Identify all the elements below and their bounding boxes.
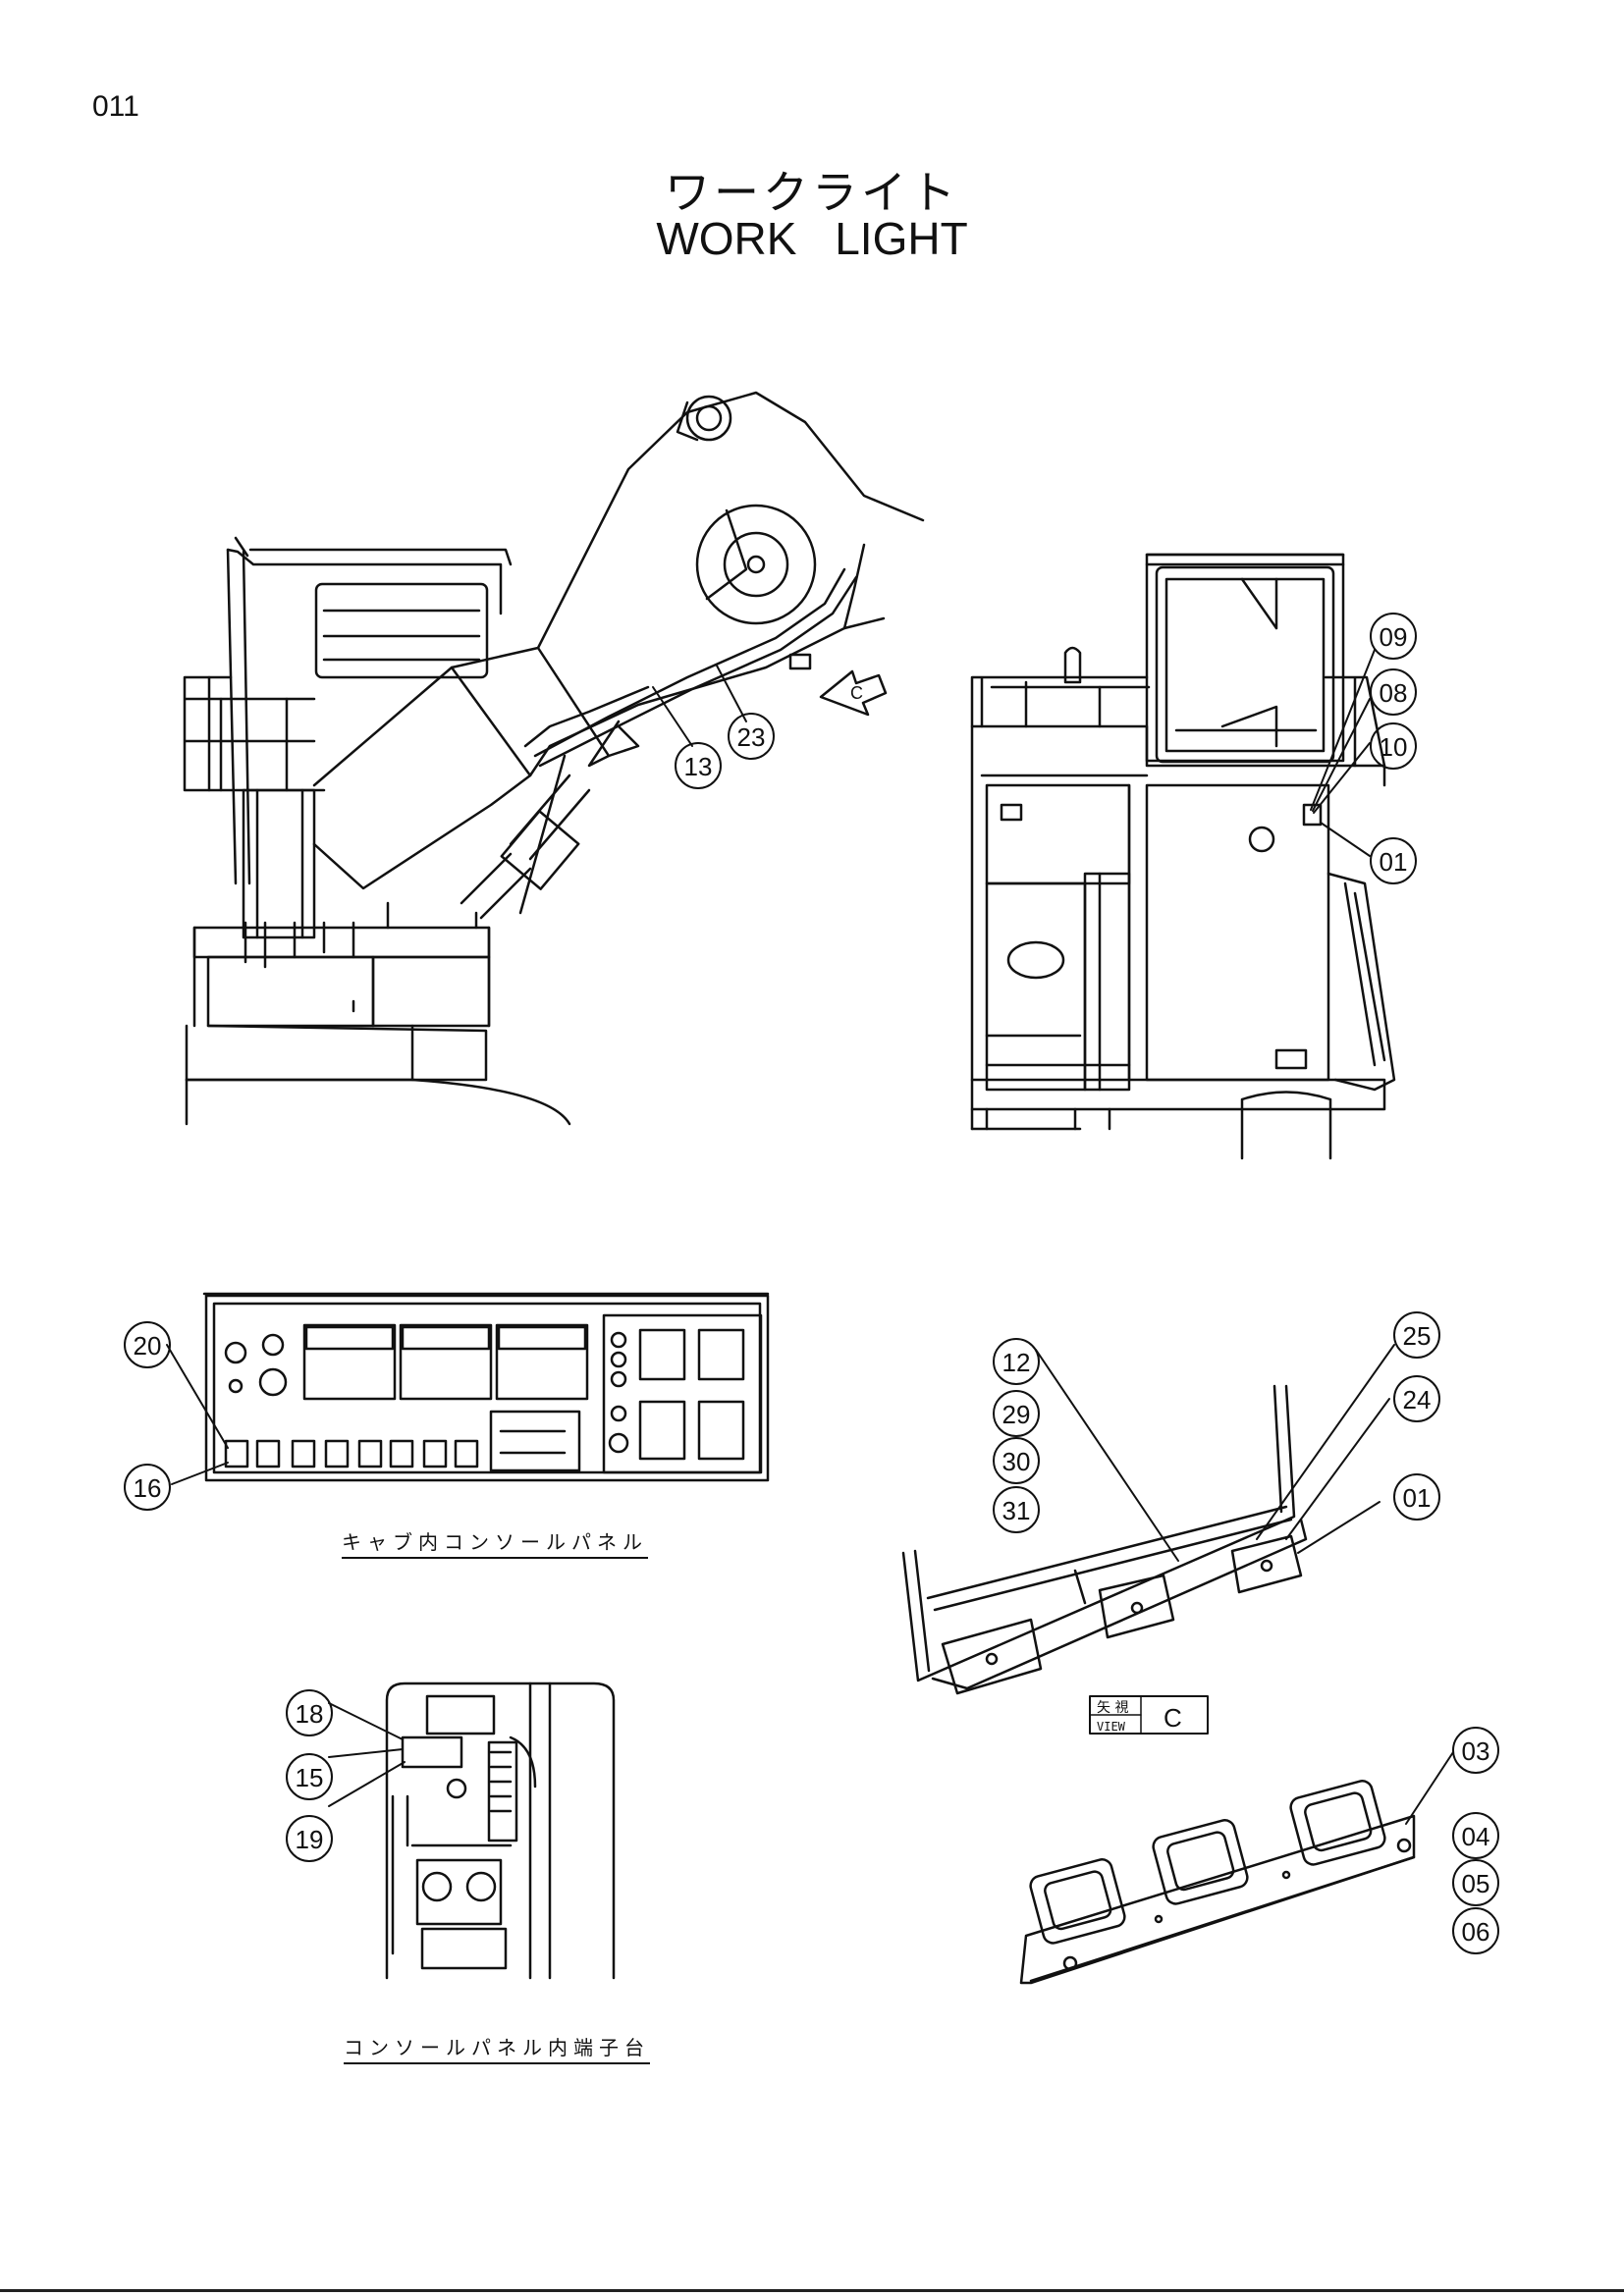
callout-30: 30 [1002, 1447, 1031, 1476]
leader-lines-console [166, 1344, 229, 1485]
view-c-arrow-letter: C [850, 683, 863, 703]
leader-lines-terminal [328, 1702, 406, 1807]
callout-13: 13 [684, 752, 713, 781]
callout-04: 04 [1462, 1822, 1490, 1851]
leader-lines-side [652, 665, 747, 747]
side-view-drawing [183, 391, 925, 1126]
lamp-bar-drawing [1019, 1780, 1416, 1985]
callout-05: 05 [1462, 1869, 1490, 1898]
callout-19: 19 [296, 1825, 324, 1854]
terminal-block-drawing [385, 1682, 616, 1980]
callout-12: 12 [1002, 1348, 1031, 1377]
view-c-drawing [901, 1384, 1308, 1695]
caption-console-panel: キャブ内コンソールパネル [342, 1526, 648, 1559]
callout-25: 25 [1403, 1321, 1432, 1351]
title-japanese: ワークライト [665, 166, 959, 219]
view-c-en: VIEW [1097, 1720, 1126, 1734]
callout-24: 24 [1403, 1385, 1432, 1415]
view-c-arrow [819, 669, 888, 717]
bottom-rule [0, 2289, 1624, 2292]
callout-15: 15 [296, 1763, 324, 1792]
title-english: WORK LIGHT [656, 213, 968, 264]
callout-31: 31 [1002, 1496, 1031, 1525]
callout-circles [124, 613, 1499, 1954]
callout-29: 29 [1002, 1400, 1031, 1429]
callout-01-view-c: 01 [1403, 1483, 1432, 1513]
callout-08: 08 [1380, 678, 1408, 708]
caption-terminal-block: コンソールパネル内端子台 [344, 2032, 650, 2064]
view-c-jp: 矢 視 [1097, 1700, 1128, 1716]
rear-view-drawing [970, 553, 1396, 1160]
page-number: 011 [92, 90, 139, 123]
leader-lines-rear [1310, 649, 1376, 857]
view-c-letter: C [1164, 1703, 1182, 1733]
callout-16: 16 [134, 1473, 162, 1503]
callout-20: 20 [134, 1331, 162, 1361]
leader-lines-view-c [1035, 1344, 1395, 1562]
callout-23: 23 [737, 722, 766, 752]
view-c-label-box [1089, 1695, 1209, 1735]
console-panel-drawing [202, 1292, 770, 1482]
callout-18: 18 [296, 1699, 324, 1729]
callout-10: 10 [1380, 732, 1408, 762]
callout-09: 09 [1380, 622, 1408, 652]
leader-lines-lamp-bar [1405, 1751, 1454, 1825]
callout-01-rear: 01 [1380, 847, 1408, 877]
callout-06: 06 [1462, 1917, 1490, 1947]
callout-03: 03 [1462, 1736, 1490, 1766]
